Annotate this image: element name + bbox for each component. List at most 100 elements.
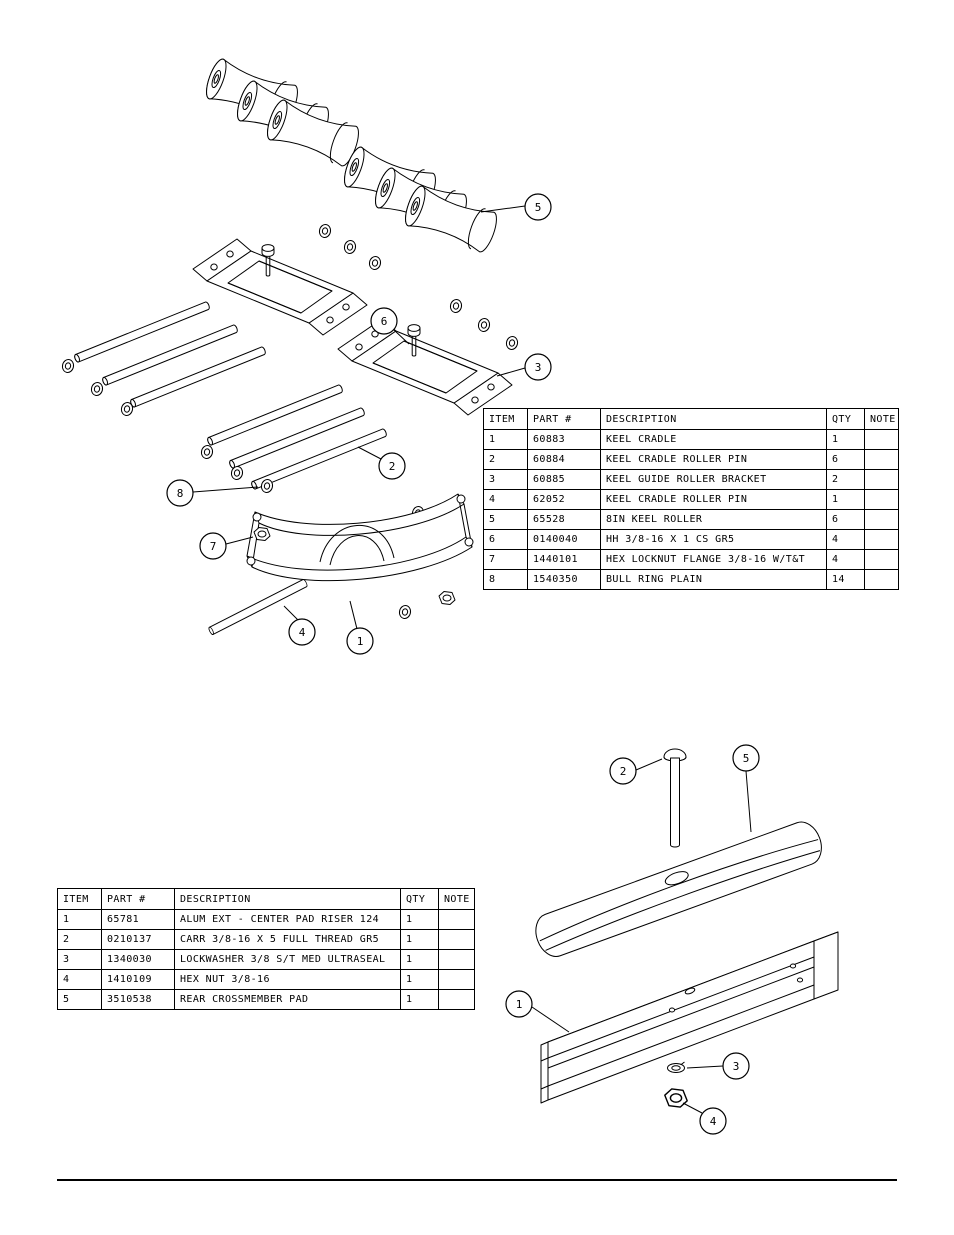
table-cell: 1 — [400, 950, 438, 969]
table-cell: 65528 — [527, 510, 600, 529]
callout-number: 5 — [535, 201, 542, 214]
table-cell: 8IN KEEL ROLLER — [600, 510, 826, 529]
table-cell: REAR CROSSMEMBER PAD — [174, 990, 400, 1009]
table-cell: 3 — [489, 474, 496, 485]
table-cell: LOCKWASHER 3/8 S/T MED ULTRASEAL — [174, 950, 400, 969]
table-cell: 1 — [63, 914, 70, 925]
table-cell: 1 — [826, 490, 864, 509]
table-cell: 1440101 — [527, 550, 600, 569]
table-cell: 1 — [400, 910, 438, 929]
table-cell — [438, 910, 474, 929]
callout-number: 8 — [177, 487, 184, 500]
table-cell: 7 — [489, 554, 496, 565]
callout-balloon: 2 — [357, 446, 406, 480]
callout-balloon: 1 — [505, 990, 570, 1033]
table-cell — [864, 450, 898, 469]
table-cell: 6 — [826, 510, 864, 529]
table-cell: KEEL CRADLE ROLLER PIN — [600, 490, 826, 509]
guide-roller-bracket — [337, 318, 513, 416]
table-cell: KEEL CRADLE — [600, 430, 826, 449]
table-cell: 65781 — [101, 910, 174, 929]
carriage-bolt — [663, 748, 687, 848]
table-cell — [864, 430, 898, 449]
callout-number: 1 — [357, 635, 364, 648]
table-cell: HH 3/8-16 X 1 CS GR5 — [600, 530, 826, 549]
table-cell: 0210137 — [101, 930, 174, 949]
table-cell: 0140040 — [527, 530, 600, 549]
table-cell: 4 — [489, 494, 496, 505]
table-cell: 60884 — [527, 450, 600, 469]
table-cell: 6 — [826, 450, 864, 469]
table-cell: HEX NUT 3/8-16 — [174, 970, 400, 989]
table-cell: 3510538 — [101, 990, 174, 1009]
table-cell: 5 — [489, 514, 496, 525]
table-cell: 6 — [489, 534, 496, 545]
callout-balloon: 1 — [346, 600, 374, 655]
table-cell — [864, 490, 898, 509]
footer-rule — [57, 1179, 897, 1181]
table-cell: 3 — [63, 954, 70, 965]
callout-balloon: 3 — [686, 1052, 750, 1080]
table-cell: 62052 — [527, 490, 600, 509]
callout-balloon: 4 — [283, 605, 316, 646]
callout-number: 3 — [733, 1060, 740, 1073]
callout-number: 1 — [516, 998, 523, 1011]
column-header: QTY — [400, 889, 438, 909]
table-cell: KEEL GUIDE ROLLER BRACKET — [600, 470, 826, 489]
table-cell: 4 — [826, 530, 864, 549]
table-cell — [438, 990, 474, 1009]
table-cell: 1340030 — [101, 950, 174, 969]
callout-number: 7 — [210, 540, 217, 553]
callout-balloon: 3 — [496, 353, 552, 381]
callout-balloon: 4 — [682, 1102, 727, 1135]
table-cell: 60885 — [527, 470, 600, 489]
table-cell: 1 — [489, 434, 496, 445]
callout-number: 5 — [743, 752, 750, 765]
column-header: PART # — [101, 889, 174, 909]
pad-riser-extrusion — [540, 931, 839, 1104]
callout-balloon: 2 — [609, 757, 663, 785]
table-cell: HEX LOCKNUT FLANGE 3/8-16 W/T&T — [600, 550, 826, 569]
table-cell: 1540350 — [527, 570, 600, 589]
callout-number: 4 — [710, 1115, 717, 1128]
lockwasher — [667, 1061, 685, 1073]
table-cell: 5 — [63, 994, 70, 1005]
table-cell: 2 — [489, 454, 496, 465]
table-cell: BULL RING PLAIN — [600, 570, 826, 589]
keel-cradle-diagram: 5 6 3 2 8 — [60, 56, 552, 655]
column-header: NOTE — [438, 889, 474, 909]
column-header: ITEM — [63, 893, 89, 905]
table-cell: 4 — [63, 974, 70, 985]
keel-cradle — [246, 493, 474, 582]
roller-pins — [73, 300, 388, 491]
table-cell: 1 — [400, 930, 438, 949]
table-cell: 1 — [400, 990, 438, 1009]
column-header: QTY — [826, 409, 864, 429]
callout-number: 6 — [381, 315, 388, 328]
column-header: DESCRIPTION — [600, 409, 826, 429]
guide-roller-bracket — [192, 238, 368, 336]
callout-balloon: 5 — [480, 193, 552, 221]
table-cell — [438, 970, 474, 989]
table-cell: 60883 — [527, 430, 600, 449]
callout-number: 3 — [535, 361, 542, 374]
table-cell — [438, 930, 474, 949]
callout-number: 2 — [620, 765, 627, 778]
callout-balloon: 6 — [370, 307, 410, 345]
table-cell: 2 — [826, 470, 864, 489]
table-cell: 1410109 — [101, 970, 174, 989]
